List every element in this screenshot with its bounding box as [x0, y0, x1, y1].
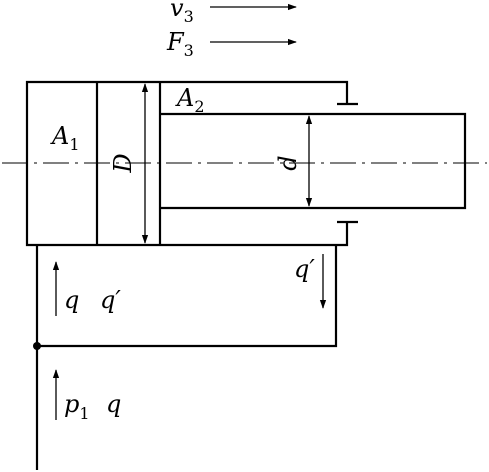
velocity-label: v3	[170, 0, 194, 26]
rod-diameter-label: d	[274, 155, 302, 170]
pressure-label: p1	[64, 390, 90, 423]
piston-rod	[160, 112, 467, 210]
bore-diameter-label: D	[109, 153, 137, 173]
flow-q-prime-left-label: q′	[100, 286, 121, 314]
area-a2-label: A2	[175, 84, 205, 116]
return-line	[37, 245, 338, 348]
area-a1-label: A1	[50, 122, 80, 154]
junction-dot	[33, 342, 41, 350]
supply-flow-label: q	[106, 390, 121, 418]
flow-q-prime-right-label: q′	[294, 255, 315, 283]
flow-q-label: q	[64, 286, 79, 314]
cylinder-barrel	[25, 80, 349, 247]
force-label: F3	[166, 28, 194, 60]
